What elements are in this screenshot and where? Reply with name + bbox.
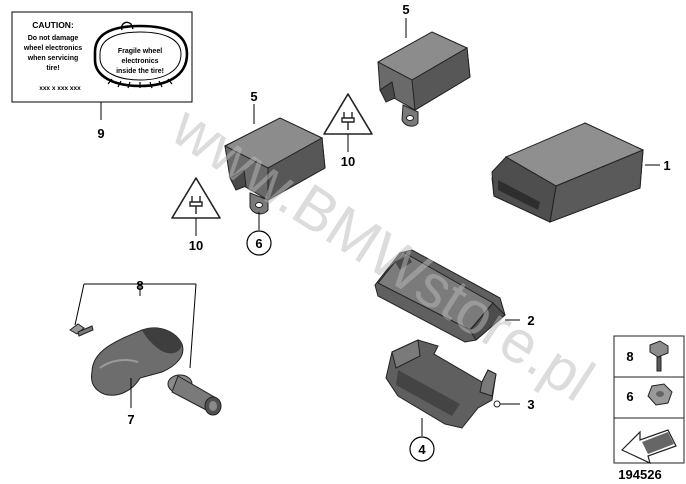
callout-8-bracket — [74, 283, 197, 369]
tire-icon — [93, 21, 189, 89]
callout-7: 7 — [127, 412, 134, 427]
control-module-box — [491, 122, 645, 223]
holder-bracket — [385, 339, 501, 429]
warning-triangle-icon — [171, 177, 221, 219]
caution-line-4: tire! — [46, 65, 59, 72]
control-unit-middle — [223, 117, 326, 215]
screw-icon — [69, 323, 94, 337]
callout-9: 9 — [97, 126, 104, 141]
valve-stem — [167, 374, 222, 416]
caution-line-3: when servicing — [27, 55, 79, 62]
control-unit-upper — [376, 31, 471, 127]
antenna-module — [374, 249, 506, 343]
callout-3: 3 — [527, 397, 534, 412]
tire-pressure-sensor — [91, 327, 184, 396]
side-callout-8: 8 — [626, 349, 633, 364]
warning-triangle-icon — [323, 93, 373, 135]
side-callout-6: 6 — [626, 389, 633, 404]
callout-2: 2 — [527, 313, 534, 328]
callout-4: 4 — [418, 442, 426, 457]
caution-line-1: Do not damage — [28, 35, 79, 42]
callout-4-circle — [409, 436, 435, 462]
callout-10-upper: 10 — [341, 154, 355, 169]
tire-text-3: inside the tire! — [116, 68, 164, 75]
callout-6-circle — [246, 230, 272, 256]
side-panel: 8 6 — [613, 335, 685, 465]
callout-10-lower: 10 — [189, 238, 203, 253]
bolt-icon — [649, 340, 669, 372]
nut-icon — [647, 383, 673, 406]
diagram-number: 194526 — [618, 467, 661, 482]
watermark: www.BMWstore.pl — [160, 92, 606, 414]
callout-8: 8 — [136, 278, 143, 293]
callout-1: 1 — [663, 158, 670, 173]
caution-line-2: wheel electronics — [23, 45, 82, 52]
caution-label: CAUTION: Do not damage wheel electronics… — [11, 11, 193, 103]
callout-5-middle: 5 — [250, 89, 257, 104]
caution-title: CAUTION: — [32, 20, 74, 30]
arrow-icon — [620, 429, 677, 465]
tire-text-1: Fragile wheel — [118, 48, 162, 55]
tire-text-2: electronics — [122, 58, 159, 65]
callout-6: 6 — [255, 236, 262, 251]
callout-5-upper: 5 — [402, 2, 409, 17]
caution-code: xxx x xxx xxx — [39, 85, 81, 92]
